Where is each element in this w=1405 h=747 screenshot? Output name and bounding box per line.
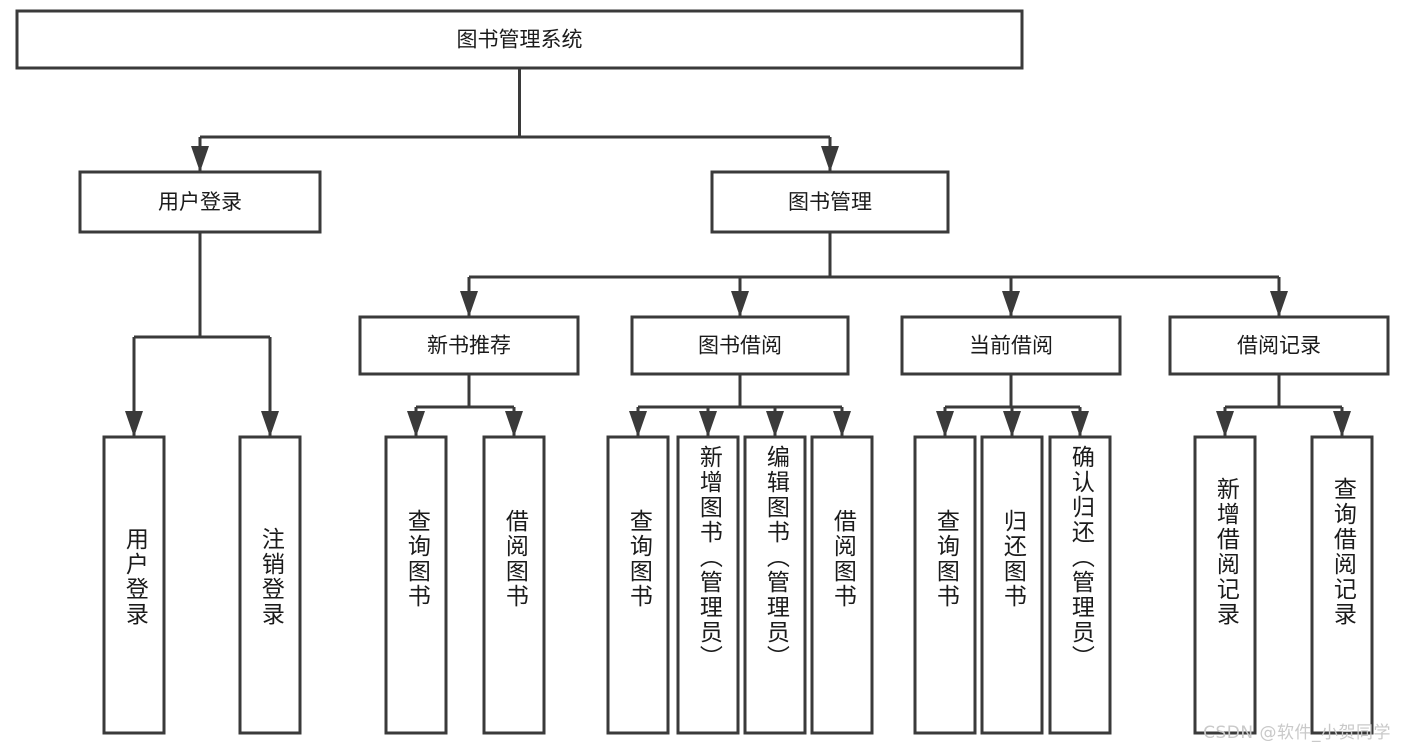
node-label-book-management: 图书管理 — [788, 190, 872, 214]
arrow-head-icon-book-borrow — [731, 291, 749, 317]
node-box-book-borrow[interactable] — [630, 315, 850, 376]
csdn-watermark: CSDN @软件_小贺同学 — [1203, 723, 1391, 743]
arrow-head-icon-leaf-borrow-book — [833, 411, 851, 437]
arrow-head-icon-leaf-borrow-book-rec — [505, 411, 523, 437]
arrow-head-icon-leaf-confirm-return — [1071, 411, 1089, 437]
arrow-head-icon-leaf-user-login — [125, 411, 143, 437]
node-box-current-borrow[interactable] — [900, 315, 1122, 376]
node-box-leaf-query-book-rec[interactable] — [384, 435, 448, 735]
arrow-head-icon-leaf-add-record — [1216, 411, 1234, 437]
arrow-head-icon-new-book-recommend — [460, 291, 478, 317]
node-label-borrow-record: 借阅记录 — [1237, 334, 1321, 358]
arrow-head-icon-leaf-query-book-borrow — [629, 411, 647, 437]
node-label-book-borrow: 图书借阅 — [698, 334, 782, 358]
node-box-leaf-query-book-borrow[interactable] — [606, 435, 670, 735]
arrow-head-icon-borrow-record — [1270, 291, 1288, 317]
node-label-root: 图书管理系统 — [457, 28, 583, 52]
node-box-leaf-edit-book[interactable] — [743, 435, 807, 735]
node-box-root[interactable] — [15, 9, 1024, 70]
node-label-user-login: 用户登录 — [158, 190, 242, 214]
arrow-head-icon-leaf-return-book — [1003, 411, 1021, 437]
node-box-book-management[interactable] — [710, 170, 950, 234]
node-box-leaf-borrow-book-rec[interactable] — [482, 435, 546, 735]
arrow-head-icon-leaf-query-book-rec — [407, 411, 425, 437]
arrow-head-icon-current-borrow — [1002, 291, 1020, 317]
node-box-borrow-record[interactable] — [1168, 315, 1390, 376]
arrow-head-icon-leaf-add-book — [699, 411, 717, 437]
arrow-head-icon-leaf-query-record — [1333, 411, 1351, 437]
arrow-head-icon-book-management — [821, 146, 839, 172]
node-box-new-book-recommend[interactable] — [358, 315, 580, 376]
node-box-leaf-confirm-return[interactable] — [1048, 435, 1112, 735]
nodes-layer — [15, 9, 1390, 735]
node-box-leaf-logout[interactable] — [238, 435, 302, 735]
arrow-head-icon-leaf-edit-book — [766, 411, 784, 437]
node-box-leaf-query-record[interactable] — [1310, 435, 1374, 735]
connectors-layer — [125, 68, 1351, 437]
node-label-current-borrow: 当前借阅 — [969, 334, 1053, 358]
arrow-head-icon-leaf-query-book-current — [936, 411, 954, 437]
node-box-leaf-add-record[interactable] — [1193, 435, 1257, 735]
arrow-head-icon-user-login — [191, 146, 209, 172]
node-box-leaf-return-book[interactable] — [980, 435, 1044, 735]
node-label-new-book-recommend: 新书推荐 — [427, 334, 511, 358]
node-box-leaf-borrow-book[interactable] — [810, 435, 874, 735]
node-box-leaf-add-book[interactable] — [676, 435, 740, 735]
arrow-head-icon-leaf-logout — [261, 411, 279, 437]
node-box-leaf-user-login[interactable] — [102, 435, 166, 735]
node-box-leaf-query-book-current[interactable] — [913, 435, 977, 735]
node-box-user-login[interactable] — [78, 170, 322, 234]
